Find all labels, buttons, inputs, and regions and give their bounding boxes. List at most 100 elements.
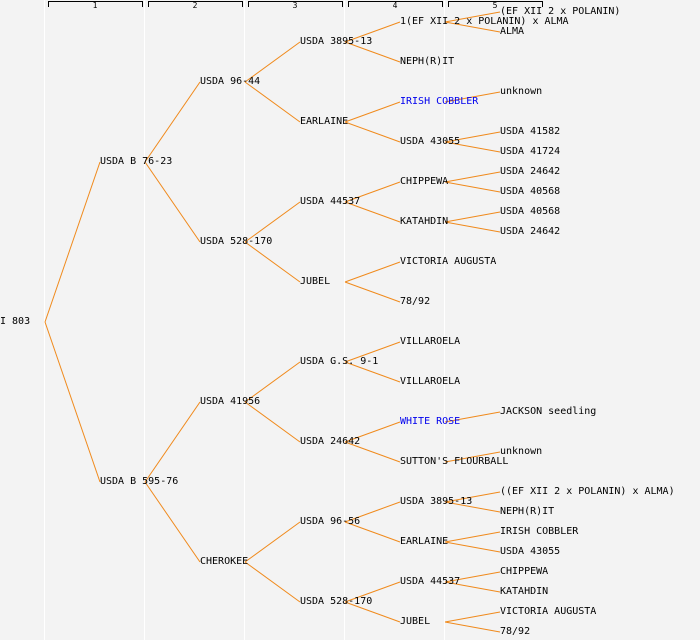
connector-line bbox=[344, 101, 401, 123]
generation-number: 3 bbox=[292, 1, 298, 10]
pedigree-node: VICTORIA AUGUSTA bbox=[500, 606, 597, 617]
pedigree-node: USDA 528-170 bbox=[200, 236, 273, 247]
connector-line bbox=[444, 491, 501, 503]
generation-bracket bbox=[48, 1, 143, 7]
connector-line bbox=[344, 521, 401, 543]
pedigree-node: USDA 41724 bbox=[500, 146, 561, 157]
connector-line bbox=[444, 91, 501, 103]
connector-line bbox=[444, 181, 501, 193]
generation-bracket bbox=[348, 1, 443, 7]
column-separator bbox=[344, 0, 345, 640]
pedigree-node: USDA 41956 bbox=[200, 396, 261, 407]
generation-number: 4 bbox=[392, 1, 398, 10]
pedigree-node: JUBEL bbox=[300, 276, 331, 287]
connector-line bbox=[144, 401, 201, 483]
pedigree-node: CHIPPEWA bbox=[500, 566, 549, 577]
connector-line bbox=[244, 521, 301, 563]
pedigree-node: IRISH COBBLER bbox=[500, 526, 579, 537]
connector-line bbox=[344, 281, 401, 303]
pedigree-node: JACKSON seedling bbox=[500, 406, 597, 417]
pedigree-node: USDA 43055 bbox=[400, 136, 461, 147]
connector-line bbox=[344, 501, 401, 523]
pedigree-node: USDA 24642 bbox=[500, 166, 561, 177]
connector-line bbox=[244, 361, 301, 403]
connector-line bbox=[444, 211, 501, 223]
connector-line bbox=[444, 571, 501, 583]
pedigree-node: VICTORIA AUGUSTA bbox=[400, 256, 497, 267]
connector-line bbox=[344, 201, 401, 223]
pedigree-node: USDA 40568 bbox=[500, 186, 561, 197]
pedigree-node: USDA 528-170 bbox=[300, 596, 373, 607]
connector-line bbox=[444, 621, 501, 633]
connector-line bbox=[144, 481, 201, 563]
connector-line bbox=[244, 401, 301, 443]
connector-line bbox=[344, 261, 401, 283]
connector-line bbox=[444, 411, 501, 423]
connector-line bbox=[344, 341, 401, 363]
connector-line bbox=[444, 531, 501, 543]
pedigree-node: 1(EF XII 2 x POLANIN) x ALMA bbox=[400, 16, 569, 27]
pedigree-node-link[interactable]: WHITE ROSE bbox=[400, 416, 461, 427]
pedigree-node: USDA 24642 bbox=[300, 436, 361, 447]
connector-line bbox=[244, 241, 301, 283]
connector-line bbox=[344, 441, 401, 463]
pedigree-node: (EF XII 2 x POLANIN) bbox=[500, 6, 621, 17]
pedigree-node: unknown bbox=[500, 446, 543, 457]
pedigree-node: 78/92 bbox=[400, 296, 431, 307]
pedigree-node: unknown bbox=[500, 86, 543, 97]
pedigree-node: SUTTON'S FLOURBALL bbox=[400, 456, 509, 467]
connector-line bbox=[444, 11, 501, 23]
connector-line bbox=[344, 181, 401, 203]
pedigree-node: CHEROKEE bbox=[200, 556, 249, 567]
pedigree-node: ((EF XII 2 x POLANIN) x ALMA) bbox=[500, 486, 675, 497]
connector-line bbox=[44, 321, 101, 483]
pedigree-node: CHIPPEWA bbox=[400, 176, 449, 187]
generation-number: 5 bbox=[492, 1, 498, 10]
connector-line bbox=[444, 141, 501, 153]
pedigree-node: EARLAINE bbox=[400, 536, 449, 547]
pedigree-node: USDA 43055 bbox=[500, 546, 561, 557]
column-separator bbox=[444, 0, 445, 640]
pedigree-node: USDA 96-44 bbox=[200, 76, 261, 87]
connector-line bbox=[344, 121, 401, 143]
pedigree-node: USDA 96-56 bbox=[300, 516, 361, 527]
connector-line bbox=[244, 201, 301, 243]
connector-line bbox=[344, 601, 401, 623]
connector-line bbox=[144, 81, 201, 163]
pedigree-node: USDA 40568 bbox=[500, 206, 561, 217]
connector-line bbox=[244, 41, 301, 83]
column-separator bbox=[44, 0, 45, 640]
connector-line bbox=[244, 81, 301, 123]
pedigree-node: VILLAROELA bbox=[400, 336, 461, 347]
pedigree-node: USDA 44537 bbox=[400, 576, 461, 587]
connector-line bbox=[344, 581, 401, 603]
connector-line bbox=[444, 451, 501, 463]
connector-line bbox=[444, 611, 501, 623]
pedigree-node: USDA 24642 bbox=[500, 226, 561, 237]
connector-line bbox=[444, 131, 501, 143]
column-separator bbox=[144, 0, 145, 640]
generation-number: 2 bbox=[192, 1, 198, 10]
connector-line bbox=[444, 501, 501, 513]
pedigree-node: USDA 3895-13 bbox=[400, 496, 473, 507]
generation-bracket bbox=[448, 1, 543, 7]
pedigree-node: USDA B 76-23 bbox=[100, 156, 173, 167]
pedigree-node: I 803 bbox=[0, 316, 31, 327]
pedigree-node: USDA B 595-76 bbox=[100, 476, 179, 487]
pedigree-node: USDA 44537 bbox=[300, 196, 361, 207]
connector-line bbox=[444, 581, 501, 593]
pedigree-node: KATAHDIN bbox=[400, 216, 449, 227]
connector-line bbox=[344, 41, 401, 63]
connector-line bbox=[344, 21, 401, 43]
pedigree-node: NEPH(R)IT bbox=[500, 506, 555, 517]
pedigree-node: VILLAROELA bbox=[400, 376, 461, 387]
pedigree-node: 78/92 bbox=[500, 626, 531, 637]
generation-number: 1 bbox=[92, 1, 98, 10]
connector-line bbox=[444, 21, 501, 33]
connector-line bbox=[344, 421, 401, 443]
pedigree-node-link[interactable]: IRISH COBBLER bbox=[400, 96, 479, 107]
pedigree-node: USDA 3895-13 bbox=[300, 36, 373, 47]
pedigree-node: JUBEL bbox=[400, 616, 431, 627]
